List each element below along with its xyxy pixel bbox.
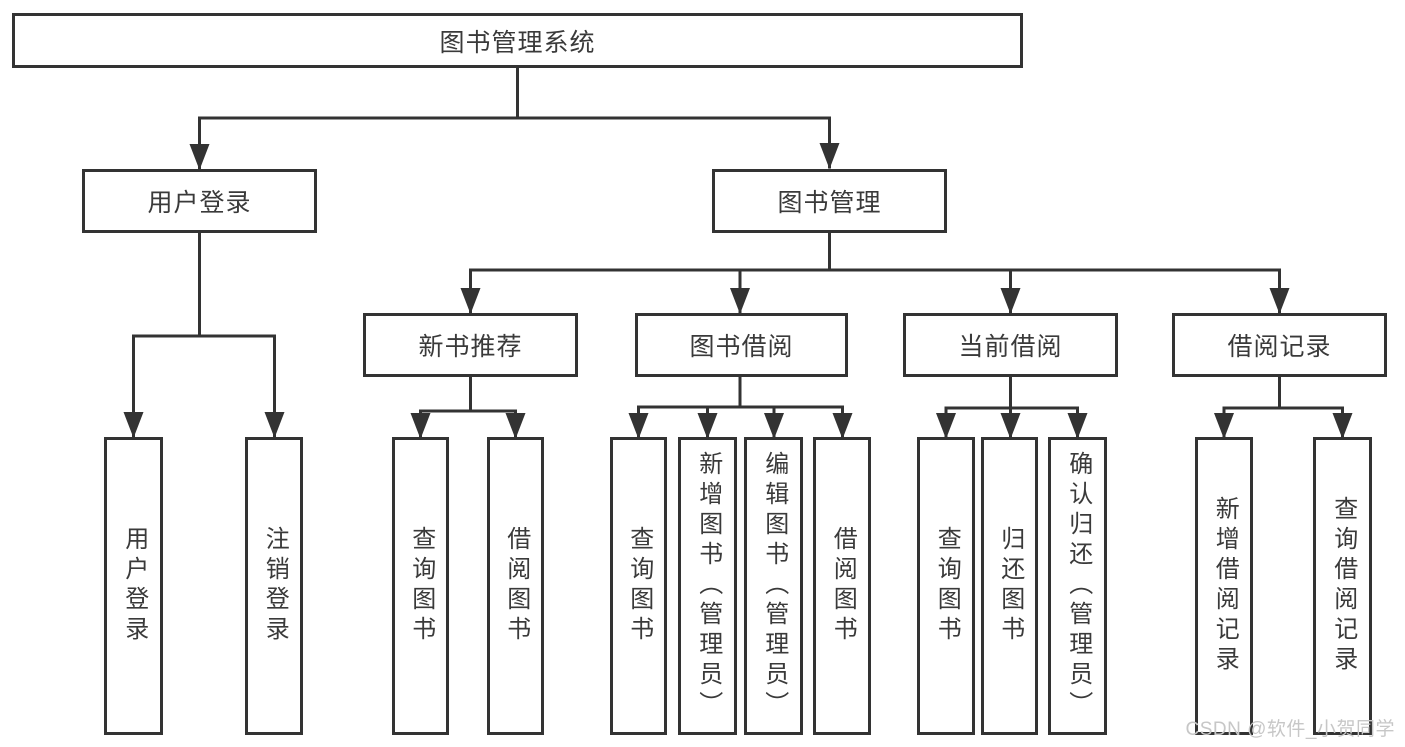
leaf-current-query-books: 查询图书 — [917, 437, 975, 735]
connector-login-to-leaves — [123, 230, 285, 438]
leaf-logout: 注销登录 — [245, 437, 303, 735]
leaf-records-query-record: 查询借阅记录 — [1313, 437, 1372, 735]
connector-root-to-level2 — [189, 65, 840, 170]
leaf-borrow-add-books-admin: 新增图书（管理员） — [678, 437, 737, 735]
connector-management-to-level3 — [460, 230, 1290, 314]
connector-borrow-to-leaves — [628, 374, 853, 439]
leaf-user-login: 用户登录 — [104, 437, 163, 735]
leaf-records-add-record: 新增借阅记录 — [1195, 437, 1253, 735]
node-book-borrow-label: 图书借阅 — [689, 333, 794, 361]
connector-recommend-to-leaves — [410, 374, 526, 439]
leaf-borrow-edit-books-admin: 编辑图书（管理员） — [744, 437, 803, 735]
node-current-borrow: 当前借阅 — [903, 313, 1118, 377]
leaf-recommend-borrow-books: 借阅图书 — [487, 437, 544, 735]
node-new-book-recommend-label: 新书推荐 — [418, 333, 523, 361]
node-book-management: 图书管理 — [712, 169, 947, 233]
leaf-recommend-query-books-label: 查询图书 — [407, 526, 435, 646]
leaf-current-confirm-return-admin-label: 确认归还（管理员） — [1064, 451, 1092, 721]
connector-records-to-leaves — [1214, 374, 1353, 439]
leaf-records-add-record-label: 新增借阅记录 — [1211, 496, 1239, 676]
leaf-current-confirm-return-admin: 确认归还（管理员） — [1048, 437, 1107, 735]
connector-current-to-leaves — [936, 374, 1088, 439]
leaf-borrow-borrow-books-label: 借阅图书 — [829, 526, 857, 646]
leaf-records-query-record-label: 查询借阅记录 — [1329, 496, 1357, 676]
node-book-borrow: 图书借阅 — [635, 313, 848, 377]
node-new-book-recommend: 新书推荐 — [363, 313, 578, 377]
leaf-borrow-add-books-admin-label: 新增图书（管理员） — [694, 451, 722, 721]
leaf-borrow-query-books-label: 查询图书 — [625, 526, 653, 646]
leaf-recommend-borrow-books-label: 借阅图书 — [502, 526, 530, 646]
leaf-logout-label: 注销登录 — [261, 526, 289, 646]
node-library-system-label: 图书管理系统 — [439, 28, 596, 57]
leaf-borrow-query-books: 查询图书 — [610, 437, 667, 735]
csdn-watermark: CSDN @软件_小贺同学 — [1185, 719, 1395, 740]
leaf-current-return-books-label: 归还图书 — [996, 526, 1024, 646]
leaf-current-return-books: 归还图书 — [981, 437, 1038, 735]
leaf-user-login-label: 用户登录 — [120, 526, 148, 646]
node-current-borrow-label: 当前借阅 — [958, 333, 1063, 361]
node-borrow-records: 借阅记录 — [1172, 313, 1387, 377]
node-user-login: 用户登录 — [82, 169, 317, 233]
node-book-management-label: 图书管理 — [777, 189, 882, 217]
node-user-login-label: 用户登录 — [147, 189, 252, 217]
leaf-borrow-borrow-books: 借阅图书 — [813, 437, 871, 735]
leaf-current-query-books-label: 查询图书 — [933, 526, 961, 646]
leaf-recommend-query-books: 查询图书 — [392, 437, 449, 735]
node-library-system: 图书管理系统 — [12, 13, 1023, 68]
node-borrow-records-label: 借阅记录 — [1227, 333, 1332, 361]
leaf-borrow-edit-books-admin-label: 编辑图书（管理员） — [760, 451, 788, 721]
